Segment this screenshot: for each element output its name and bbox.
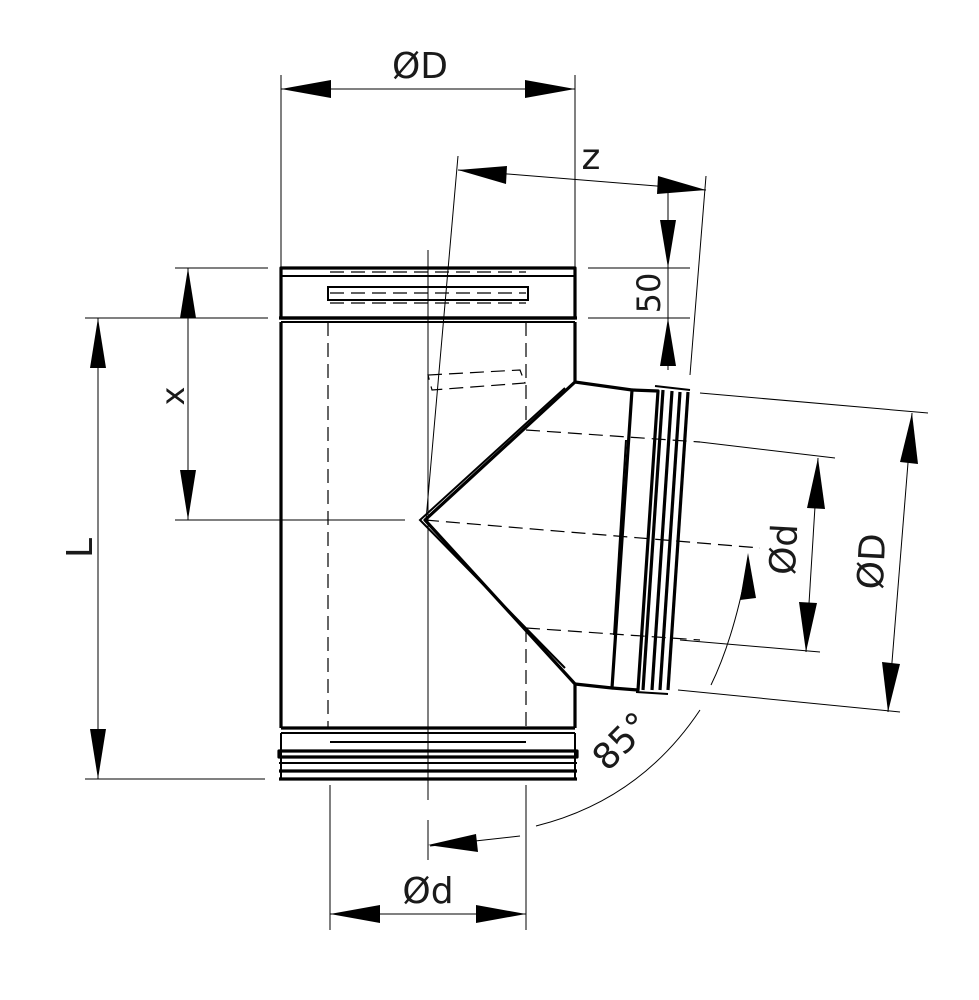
label-outer-diameter-top: ØD — [392, 46, 448, 87]
label-offset-z: z — [582, 137, 601, 178]
main-pipe-body — [277, 250, 579, 800]
dimension-outer-diameter-top: ØD — [280, 46, 576, 268]
dimension-offset-x: x — [154, 267, 405, 521]
label-offset-x: x — [154, 387, 192, 406]
dimension-collar-height: 50 — [588, 190, 690, 370]
label-branch-angle: 85° — [585, 705, 659, 779]
label-collar-height: 50 — [630, 273, 668, 314]
dimension-inner-diameter-branch: Ød — [679, 441, 836, 653]
dimension-outer-diameter-branch: ØD — [677, 392, 929, 713]
label-length: L — [60, 538, 101, 558]
dimension-offset-z: z — [425, 137, 707, 521]
label-inner-diameter-branch: Ød — [763, 523, 807, 576]
dimension-inner-diameter-bottom: Ød — [329, 785, 527, 930]
branch-pipe — [424, 380, 761, 695]
label-outer-diameter-branch: ØD — [851, 532, 895, 590]
dimension-branch-angle: 85° — [427, 553, 756, 860]
dimension-length: L — [60, 317, 268, 780]
label-inner-diameter-bottom: Ød — [402, 871, 453, 912]
